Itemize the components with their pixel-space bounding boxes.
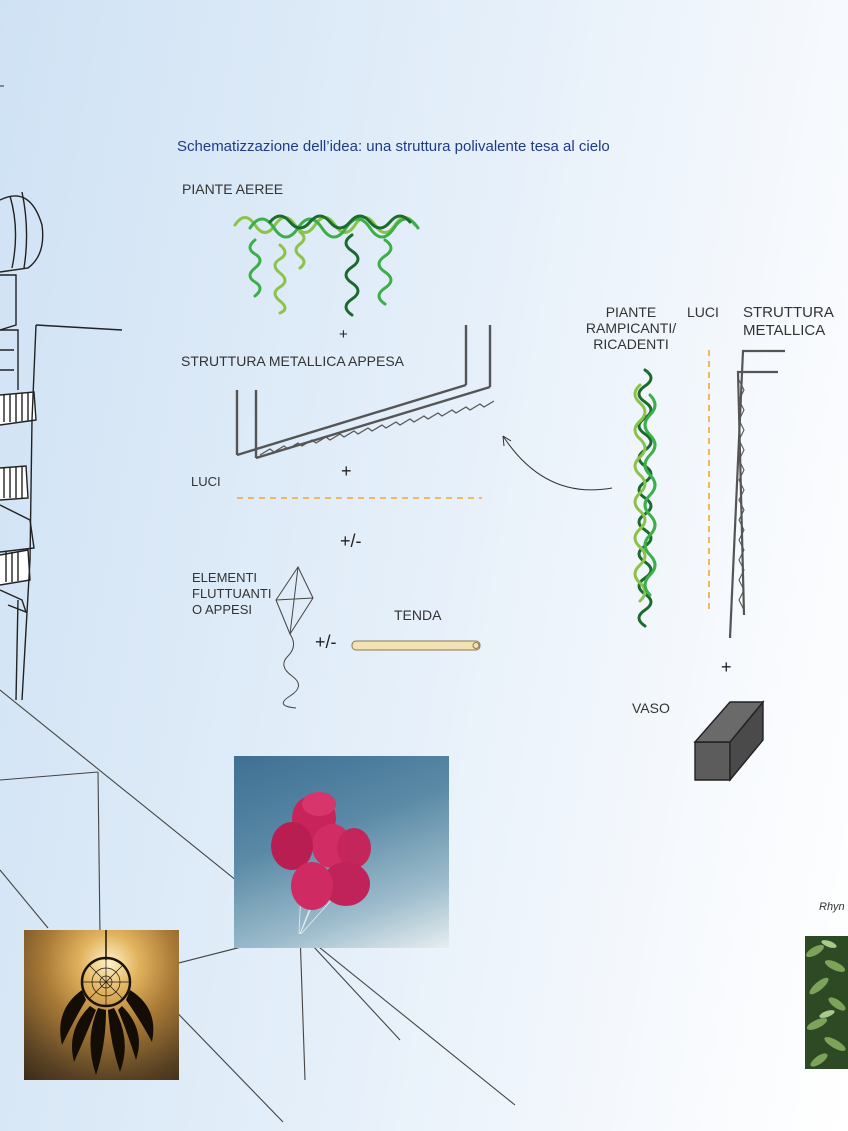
label-piante-rampicanti: PIANTE RAMPICANTI/ RICADENTI (585, 304, 677, 352)
plant-caption: Rhyn (819, 901, 845, 913)
hanging-structure-icon (235, 325, 495, 460)
vertical-structure-icon (728, 349, 785, 639)
leaves-icon (806, 940, 846, 1067)
plusminus-sign-2: +/- (315, 632, 337, 652)
air-plants-icon (233, 214, 420, 317)
curved-arrow-icon (502, 435, 613, 491)
label-piante-aeree: PIANTE AEREE (182, 181, 284, 197)
label-luci-left: LUCI (191, 474, 221, 489)
plus-sign-1: + (339, 326, 348, 343)
label-tenda: TENDA (394, 607, 442, 623)
balloons-icon (271, 792, 371, 935)
label-struttura-appesa: STRUTTURA METALLICA APPESA (181, 353, 405, 369)
climbing-plants-icon (633, 368, 657, 628)
label-vaso: VASO (632, 700, 670, 716)
leaves-photo (805, 936, 848, 1069)
tower-sketch (0, 191, 123, 701)
label-struttura-metallica: STRUTTURA METALLICA (743, 304, 834, 339)
plus-sign-3: + (721, 657, 732, 677)
planter-box-icon (693, 700, 765, 782)
diagram-title: Schematizzazione dell’idea: una struttur… (177, 138, 610, 155)
label-elementi: ELEMENTI FLUTTUANTI O APPESI (192, 570, 272, 617)
plusminus-sign-1: +/- (340, 531, 362, 551)
curtain-tube-icon (351, 640, 481, 651)
kite-icon (275, 565, 314, 709)
label-luci-right: LUCI (687, 304, 719, 320)
plus-sign-2: + (341, 461, 352, 481)
dreamcatcher-photo (24, 930, 179, 1080)
balloons-photo (234, 756, 449, 948)
dreamcatcher-icon (60, 930, 154, 1075)
